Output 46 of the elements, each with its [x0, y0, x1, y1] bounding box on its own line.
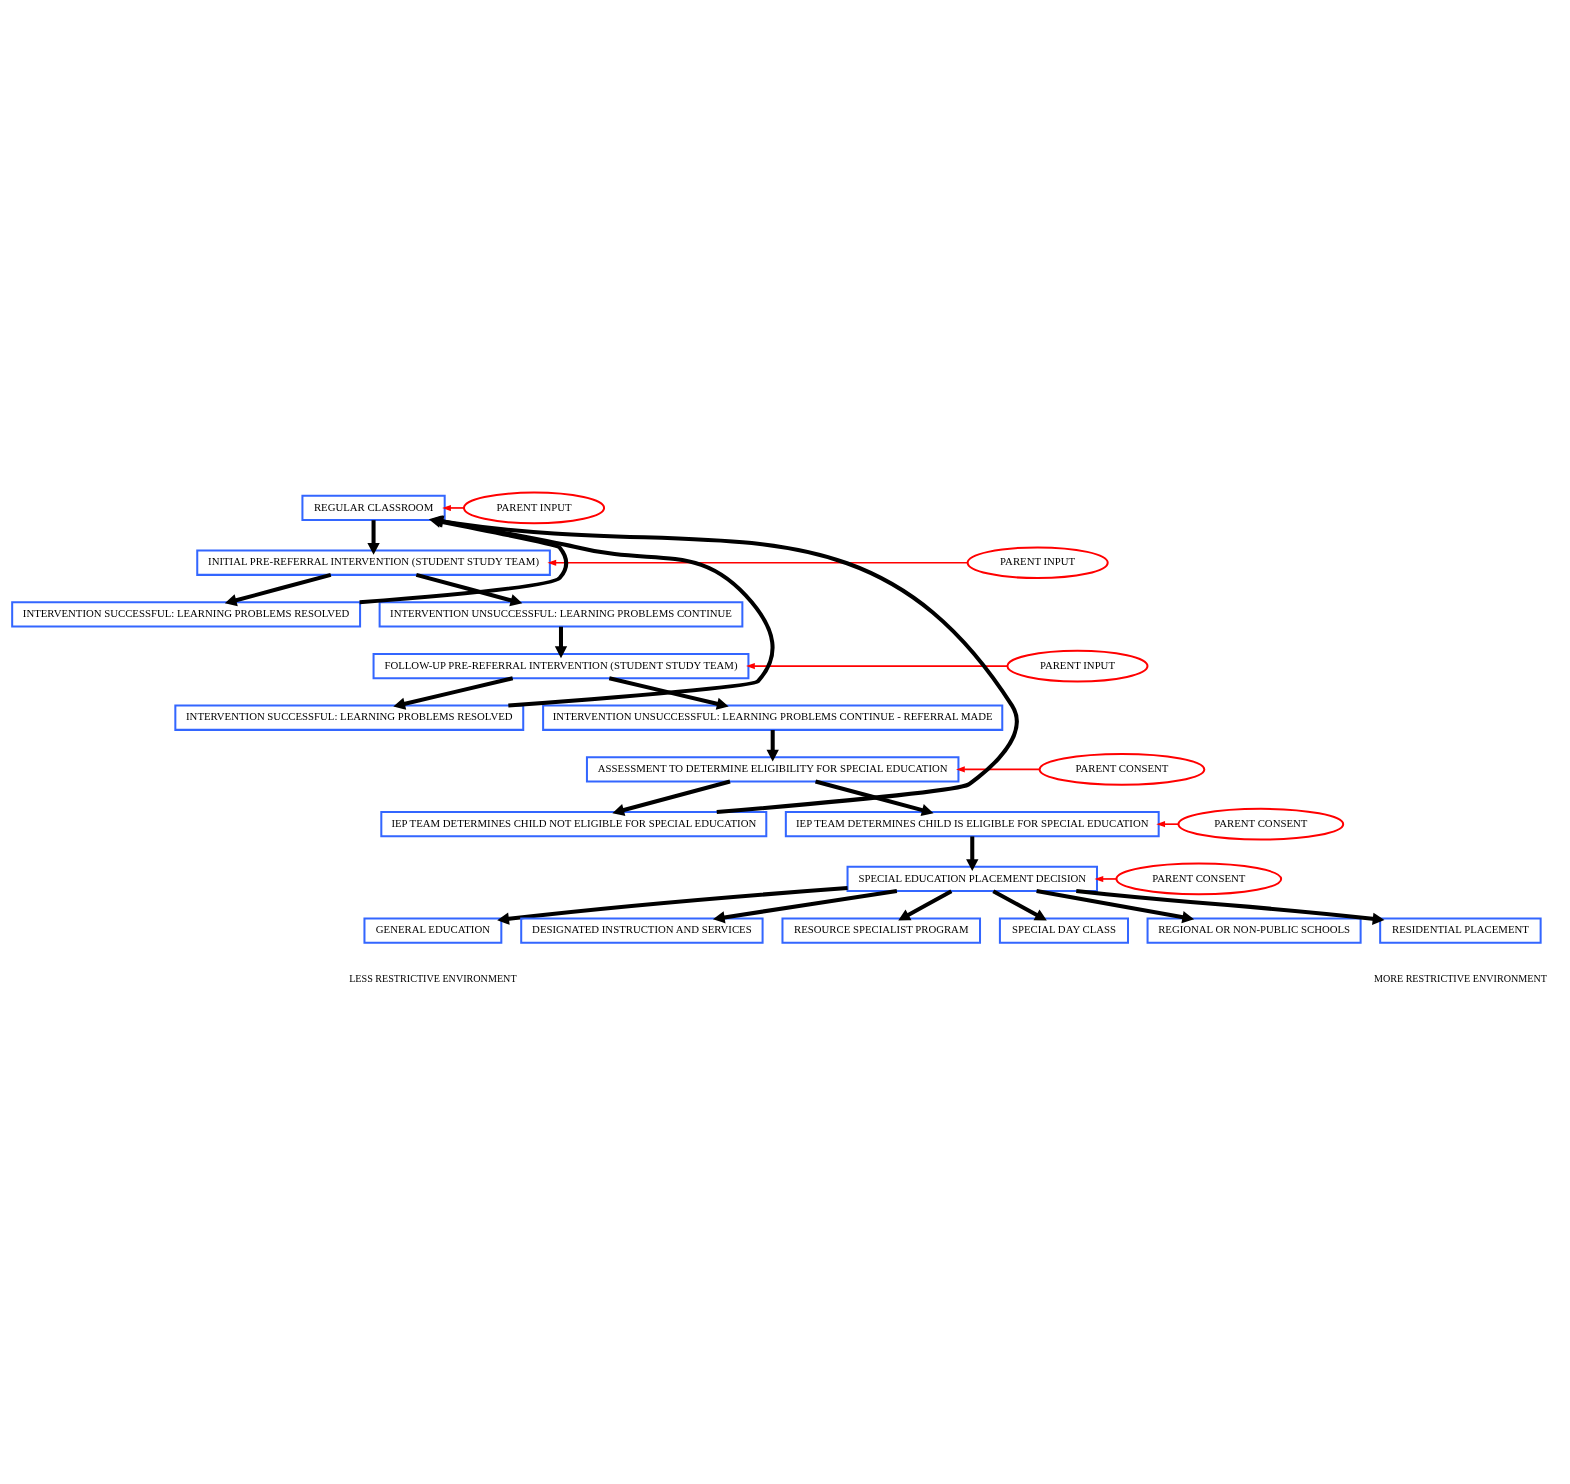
node-box: INITIAL PRE-REFERRAL INTERVENTION (STUDENT STUDY TEAM) [196, 549, 551, 576]
node-box: IEP TEAM DETERMINES CHILD IS ELIGIBLE FOR SPECIAL EDUCATION [784, 811, 1160, 838]
node-box: INTERVENTION SUCCESSFUL: LEARNING PROBLEMS RESOLVED [174, 704, 525, 731]
node-box: REGULAR CLASSROOM [301, 494, 446, 522]
node-ellipse: PARENT CONSENT [1038, 753, 1206, 786]
node-box: INTERVENTION UNSUCCESSFUL: LEARNING PROBLEMS CONTINUE - REFERRAL MADE [542, 704, 1004, 731]
node-ellipse: PARENT INPUT [462, 491, 606, 525]
arrow [547, 559, 969, 566]
arrow [898, 889, 953, 921]
arrow [712, 889, 898, 924]
arrow [966, 836, 979, 872]
node-box: DESIGNATED INSTRUCTION AND SERVICES [520, 917, 764, 944]
arrow [766, 730, 779, 762]
arrow [1076, 889, 1385, 925]
arrow [554, 626, 568, 659]
node-box: INTERVENTION UNSUCCESSFUL: LEARNING PROBLEMS CONTINUE [378, 601, 744, 628]
node-box: RESIDENTIAL PLACEMENT [1379, 917, 1542, 944]
arrow [608, 676, 729, 710]
node-box: RESOURCE SPECIALIST PROGRAM [781, 917, 982, 944]
arrow [497, 886, 848, 925]
label: LESS RESTRICTIVE ENVIRONMENT [349, 972, 517, 984]
node-box: REGIONAL OR NON-PUBLIC SCHOOLS [1146, 917, 1362, 944]
arrow [815, 779, 934, 817]
label: MORE RESTRICTIVE ENVIRONMENT [1373, 972, 1547, 984]
arrow [1156, 821, 1180, 828]
arrow [442, 504, 465, 512]
arrow [612, 779, 731, 817]
node-box: FOLLOW-UP PRE-REFERRAL INTERVENTION (STUDENT STUDY TEAM) [372, 652, 750, 680]
node-ellipse: PARENT INPUT [1006, 649, 1149, 683]
node-box: GENERAL EDUCATION [363, 917, 503, 944]
arrow [367, 520, 380, 555]
node-box: SPECIAL EDUCATION PLACEMENT DECISION [846, 865, 1098, 893]
node-ellipse: PARENT CONSENT [1115, 862, 1283, 896]
arrow [415, 572, 523, 607]
node-box: ASSESSMENT TO DETERMINE ELIGIBILITY FOR SPECIAL EDUCATION [585, 756, 960, 783]
node-box: SPECIAL DAY CLASS [998, 917, 1129, 944]
node-box: IEP TEAM DETERMINES CHILD NOT ELIGIBLE FOR SPECIAL EDUCATION [380, 811, 768, 838]
node-box: INTERVENTION SUCCESSFUL: LEARNING PROBLEMS RESOLVED [11, 601, 362, 628]
arrow [992, 889, 1047, 921]
arrow [956, 766, 1041, 773]
node-ellipse: PARENT INPUT [966, 546, 1109, 580]
arrow [746, 663, 1008, 670]
arrow [393, 676, 514, 710]
arrow [1036, 889, 1195, 924]
arrow [1094, 875, 1118, 883]
node-ellipse: PARENT CONSENT [1177, 807, 1345, 841]
